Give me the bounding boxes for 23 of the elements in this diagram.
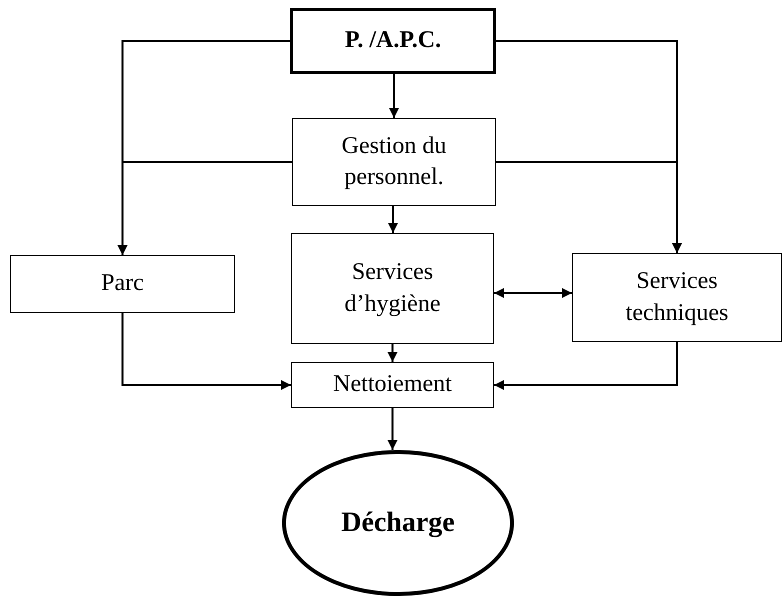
- arrow: [496, 161, 682, 253]
- arrow: [494, 288, 572, 298]
- process-box: [10, 255, 235, 313]
- arrow: [388, 408, 398, 450]
- node-label: Parc: [101, 269, 144, 298]
- arrow: [118, 161, 292, 255]
- process-box: [572, 253, 782, 342]
- arrow: [388, 206, 398, 233]
- terminal-ellipse: [282, 450, 514, 596]
- node-label: Services techniques: [624, 267, 730, 328]
- process-box: [292, 118, 496, 206]
- node-label: Décharge: [341, 506, 455, 540]
- node-label: Services d’hygiène: [344, 258, 442, 318]
- node-label: Gestion du personnel.: [340, 132, 448, 192]
- process-box: [290, 8, 496, 74]
- process-box: [291, 233, 494, 344]
- arrow: [494, 342, 678, 390]
- arrow: [389, 74, 399, 118]
- process-box: [291, 362, 494, 408]
- node-label: P. /A.P.C.: [344, 26, 442, 56]
- node-label: Nettoiement: [333, 370, 452, 400]
- arrow: [388, 344, 398, 362]
- arrow: [122, 313, 291, 390]
